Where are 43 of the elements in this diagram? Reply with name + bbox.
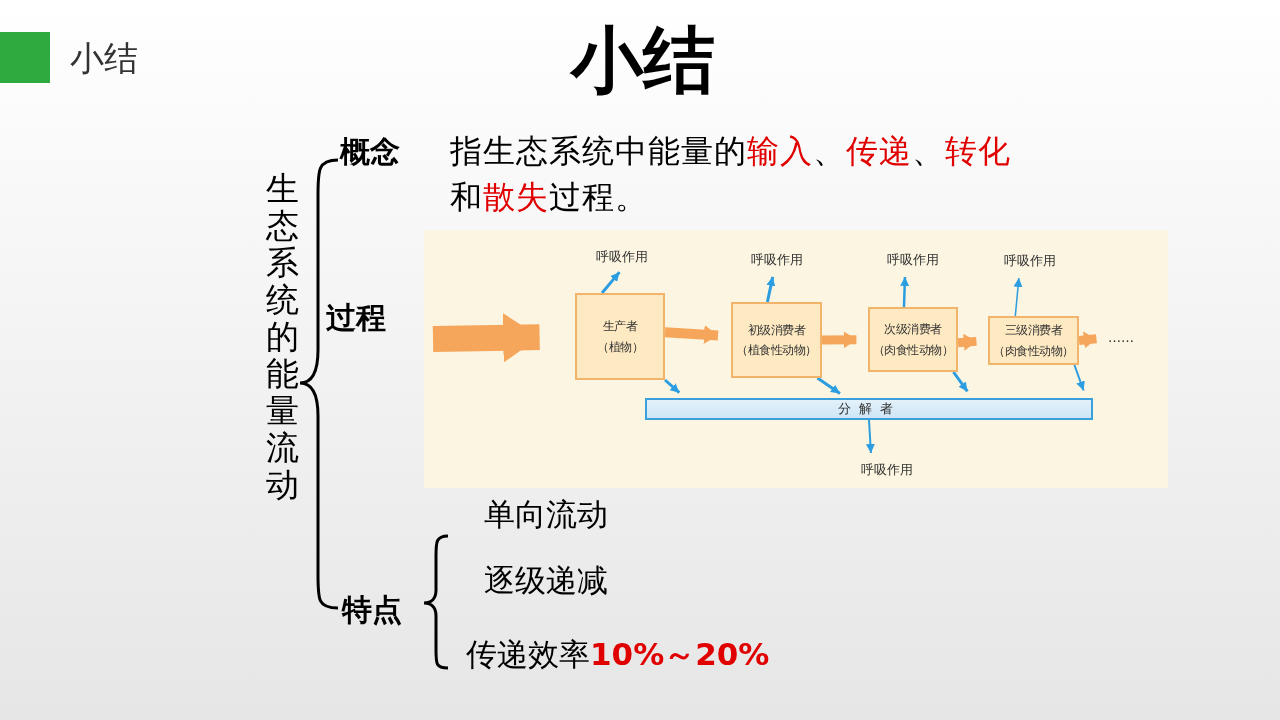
box-subtitle: （植物）: [597, 338, 643, 356]
arrow: [900, 276, 910, 308]
section-label: 小结: [70, 37, 138, 80]
box-subtitle: （肉食性动物）: [993, 342, 1074, 360]
decomposer-bar: 分解者: [645, 398, 1093, 420]
definition-text: 指生态系统中能量的输入、传递、转化和散失过程。: [450, 128, 1030, 220]
feature-text: 逐级递减: [484, 560, 608, 602]
organism-box: [868, 307, 958, 372]
branch-heading: 特点: [342, 590, 402, 631]
feature-text: 单向流动: [484, 494, 608, 536]
organism-box: [988, 316, 1079, 365]
arrow: [952, 371, 969, 393]
arrow: [432, 313, 540, 363]
flow-label: 呼吸作用: [1004, 252, 1056, 270]
arrow: [1078, 331, 1097, 349]
arrow: [765, 276, 776, 303]
box-subtitle: （植食性动物）: [736, 342, 817, 359]
arrow: [821, 331, 857, 349]
box-heading: 次级消费者: [884, 321, 942, 339]
topic-text: 生态系统的能量流动: [262, 170, 302, 503]
flow-label: 呼吸作用: [751, 251, 803, 269]
arrow: [816, 376, 841, 395]
feature-text: 传递效率10%～20%: [466, 634, 770, 676]
arrow: [1073, 364, 1085, 392]
arrow: [865, 419, 875, 454]
arrow: [664, 378, 681, 394]
arrow: [600, 271, 621, 294]
flow-label: 呼吸作用: [887, 251, 939, 269]
slide-title: 小结: [568, 18, 716, 102]
arrow: [1013, 277, 1023, 317]
organism-box: [575, 293, 665, 380]
box-heading: 三级消费者: [1004, 322, 1063, 340]
organism-box: [731, 302, 822, 378]
branch-heading: 概念: [340, 132, 400, 173]
arrow: [957, 333, 977, 351]
branch-heading: 过程: [326, 298, 386, 339]
box-heading: 初级消费者: [747, 321, 806, 339]
flow-label: 呼吸作用: [596, 248, 648, 266]
arrow: [664, 325, 719, 345]
box-subtitle: （肉食性动物）: [872, 341, 954, 359]
ellipsis-text: ……: [1108, 330, 1134, 345]
box-heading: 生产者: [602, 318, 638, 336]
flow-label: 呼吸作用: [861, 461, 913, 479]
